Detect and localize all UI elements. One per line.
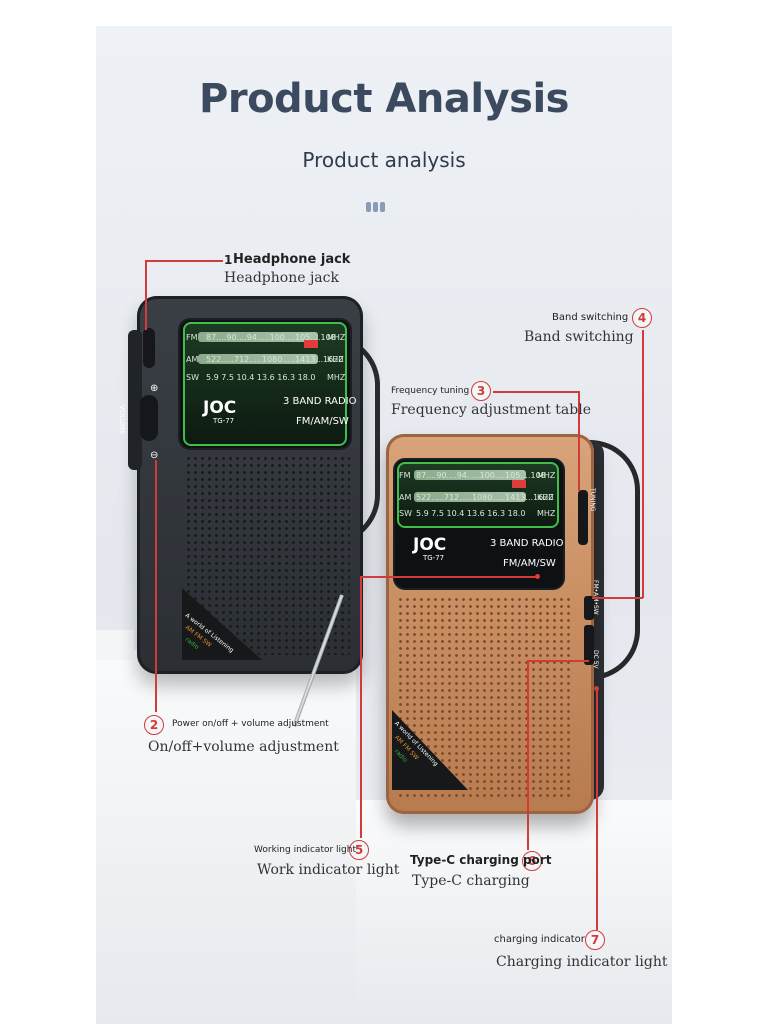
dc-label: DC 5V bbox=[592, 650, 599, 669]
gold-sw-label: SW bbox=[399, 509, 412, 518]
plus-icon: ⊕ bbox=[150, 383, 159, 394]
callout-4-line-v bbox=[642, 330, 644, 598]
pedestal-right bbox=[356, 800, 672, 1024]
callout-6-number: 6 bbox=[522, 851, 542, 871]
callout-4-label: Band switching bbox=[552, 312, 629, 323]
callout-3-sub: Frequency adjustment table bbox=[391, 402, 591, 418]
callout-7-label: charging indicator bbox=[494, 934, 585, 945]
work-indicator-led bbox=[535, 574, 540, 579]
black-am-values: 522.....712.....1080.....1413...1620 bbox=[206, 355, 344, 364]
minus-icon: ⊖ bbox=[150, 450, 159, 461]
callout-5-number: 5 bbox=[349, 840, 369, 860]
callout-2-number: 2 bbox=[144, 715, 164, 735]
black-sw-values: 5.9 7.5 10.4 13.6 16.3 18.0 bbox=[206, 373, 316, 382]
black-sw-label: SW bbox=[186, 373, 199, 382]
black-modes-text: FM/AM/SW bbox=[296, 416, 349, 427]
callout-3-number: 3 bbox=[471, 381, 491, 401]
callout-5-sub: Work indicator light bbox=[257, 862, 400, 878]
callout-4-sub: Band switching bbox=[524, 329, 634, 345]
gold-band-text: 3 BAND RADIO bbox=[490, 538, 564, 549]
black-brand-logo: JOC bbox=[203, 398, 237, 418]
gold-am-values: 522.....712.....1080.....1413...1620 bbox=[416, 493, 554, 502]
charging-led bbox=[594, 686, 599, 691]
black-model: TG-77 bbox=[213, 417, 235, 425]
gold-fm-unit: MHZ bbox=[537, 471, 556, 480]
black-fm-unit: MHZ bbox=[327, 333, 346, 342]
callout-7-line bbox=[596, 690, 598, 930]
callout-1-line-v bbox=[145, 260, 147, 330]
gold-sw-values: 5.9 7.5 10.4 13.6 16.3 18.0 bbox=[416, 509, 526, 518]
callout-6-line-v bbox=[527, 660, 529, 850]
callout-7-sub: Charging indicator light bbox=[496, 954, 668, 970]
callout-2-sub: On/off+volume adjustment bbox=[148, 739, 339, 755]
callout-4-line-h bbox=[592, 597, 643, 599]
volume-wheel bbox=[140, 395, 158, 441]
callout-2-line bbox=[155, 460, 157, 712]
gold-am-label: AM bbox=[399, 493, 412, 502]
black-screen-glow bbox=[183, 322, 347, 446]
callout-1-sub: Headphone jack bbox=[224, 270, 339, 286]
gold-am-bar bbox=[414, 492, 526, 502]
callout-1-number: 1 bbox=[224, 253, 233, 267]
gold-model: TG-77 bbox=[423, 554, 445, 562]
gold-tuning-marker bbox=[512, 480, 526, 488]
black-am-unit: KHZ bbox=[327, 355, 344, 364]
callout-1-label: Headphone jack bbox=[233, 252, 351, 267]
page-subtitle: Product analysis bbox=[302, 148, 466, 172]
callout-5-line-h bbox=[360, 576, 536, 578]
band-switch[interactable] bbox=[584, 596, 594, 620]
black-band-text: 3 BAND RADIO bbox=[283, 396, 357, 407]
black-tuning-marker bbox=[304, 340, 318, 348]
black-fm-values: 87....90....94.....100....105....108 bbox=[206, 333, 336, 342]
type-c-port bbox=[584, 625, 594, 665]
callout-1-line-h bbox=[145, 260, 223, 262]
black-fm-bar bbox=[198, 332, 318, 342]
callout-7-number: 7 bbox=[585, 930, 605, 950]
callout-6-line-h bbox=[527, 660, 589, 662]
decorative-dots bbox=[366, 197, 387, 216]
black-fm-label: FM bbox=[186, 333, 198, 342]
tuning-label: TUNING bbox=[589, 488, 596, 512]
black-side-edge bbox=[128, 330, 142, 470]
gold-fm-values: 87....90....94.....100....105....108 bbox=[416, 471, 546, 480]
gold-brand-logo: JOC bbox=[413, 535, 447, 555]
tuning-wheel[interactable] bbox=[578, 490, 588, 545]
callout-5-line-v bbox=[360, 576, 362, 838]
gold-fm-label: FM bbox=[399, 471, 411, 480]
callout-3-label: Frequency tuning bbox=[391, 386, 470, 396]
black-am-bar bbox=[198, 354, 318, 364]
pedestal-left bbox=[96, 650, 356, 1024]
callout-6-sub: Type-C charging bbox=[412, 873, 530, 889]
gold-modes-text: FM/AM/SW bbox=[503, 558, 556, 569]
gold-sw-unit: MHZ bbox=[537, 509, 556, 518]
black-sw-unit: MHZ bbox=[327, 373, 346, 382]
gold-am-unit: KHZ bbox=[537, 493, 554, 502]
callout-3-line-h bbox=[493, 391, 579, 393]
black-am-label: AM bbox=[186, 355, 199, 364]
callout-3-line-v bbox=[578, 391, 580, 491]
pedestal-step bbox=[96, 630, 134, 660]
page-title: Product Analysis bbox=[199, 76, 569, 122]
headphone-jack bbox=[143, 328, 155, 368]
callout-2-label: Power on/off + volume adjustment bbox=[172, 719, 329, 729]
volume-label: VOLUME bbox=[118, 405, 126, 435]
callout-4-number: 4 bbox=[632, 308, 652, 328]
callout-6-label: Type-C charging port bbox=[410, 853, 552, 867]
callout-5-label: Working indicator light bbox=[254, 845, 356, 855]
gold-fm-bar bbox=[414, 470, 526, 480]
